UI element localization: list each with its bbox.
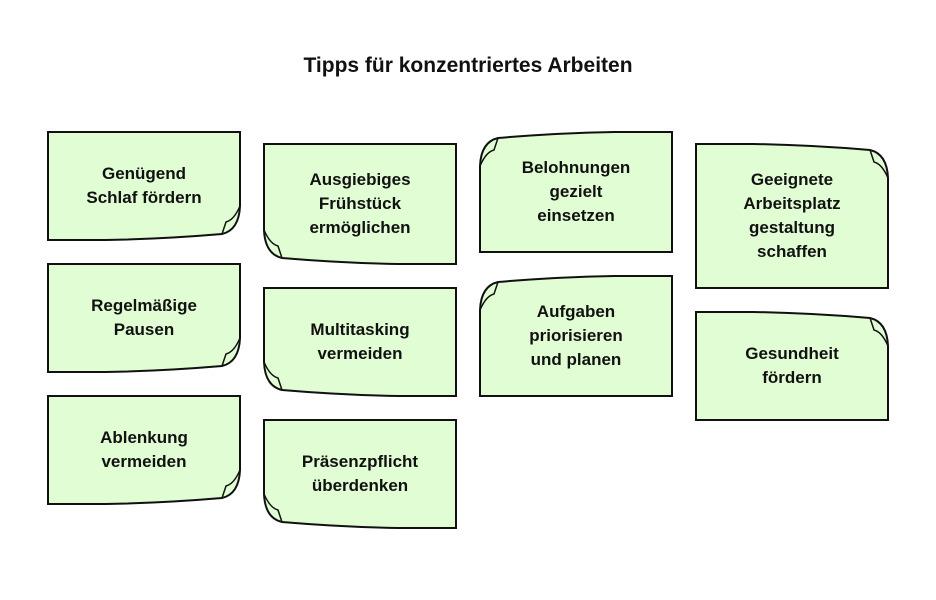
sticky-note-shape (263, 143, 457, 265)
note-body (263, 287, 457, 397)
note-body (695, 311, 889, 421)
curl-fold (221, 469, 241, 499)
note-body (695, 143, 889, 289)
note-genuegend-schlaf: Genügend Schlaf fördern (47, 131, 241, 241)
note-label: Ablenkung vermeiden (100, 428, 188, 471)
sticky-note-shape (47, 395, 241, 505)
sticky-note-shape (47, 131, 241, 241)
curl-fold (263, 493, 283, 523)
curl-fold (263, 229, 283, 259)
curl-fold (221, 205, 241, 235)
curl-fold (263, 361, 283, 391)
note-label: Multitasking vermeiden (310, 320, 410, 363)
note-label: Belohnungen gezielt einsetzen (521, 158, 631, 225)
note-multitasking: Multitasking vermeiden (263, 287, 457, 397)
note-body (263, 143, 457, 265)
note-label: Aufgaben priorisieren und planen (529, 302, 623, 369)
note-arbeitsplatz: Geeignete Arbeitsplatz gestaltung schaff… (695, 143, 889, 289)
sticky-note-shape (47, 263, 241, 373)
note-gesundheit: Gesundheit fördern (695, 311, 889, 421)
sticky-note-shape (479, 131, 673, 253)
note-label: Genügend Schlaf fördern (86, 164, 202, 207)
note-regelmaessige-pausen: Regelmäßige Pausen (47, 263, 241, 373)
curl-fold (869, 317, 889, 347)
note-belohnungen: Belohnungen gezielt einsetzen (479, 131, 673, 253)
note-label: Regelmäßige Pausen (91, 296, 197, 339)
sticky-note-shape (695, 143, 889, 289)
note-body (479, 275, 673, 397)
note-label: Präsenzpflicht überdenken (301, 452, 419, 495)
note-label: Ausgiebiges Frühstück ermöglichen (309, 170, 411, 237)
note-body (263, 419, 457, 529)
note-body (47, 131, 241, 241)
sticky-note-shape (263, 287, 457, 397)
note-ablenkung-vermeiden: Ablenkung vermeiden (47, 395, 241, 505)
curl-fold (479, 281, 499, 311)
curl-fold (221, 337, 241, 367)
note-body (47, 395, 241, 505)
note-praesenzpflicht: Präsenzpflicht überdenken (263, 419, 457, 529)
note-fruehstueck: Ausgiebiges Frühstück ermöglichen (263, 143, 457, 265)
sticky-note-shape (695, 311, 889, 421)
note-label: Gesundheit fördern (745, 344, 839, 387)
curl-fold (869, 149, 889, 179)
curl-fold (479, 137, 499, 167)
diagram-title: Tipps für konzentriertes Arbeiten (303, 54, 633, 77)
note-aufgaben: Aufgaben priorisieren und planen (479, 275, 673, 397)
note-body (47, 263, 241, 373)
sticky-note-shape (263, 419, 457, 529)
note-label: Geeignete Arbeitsplatz gestaltung schaff… (743, 170, 841, 261)
sticky-note-shape (479, 275, 673, 397)
note-body (479, 131, 673, 253)
